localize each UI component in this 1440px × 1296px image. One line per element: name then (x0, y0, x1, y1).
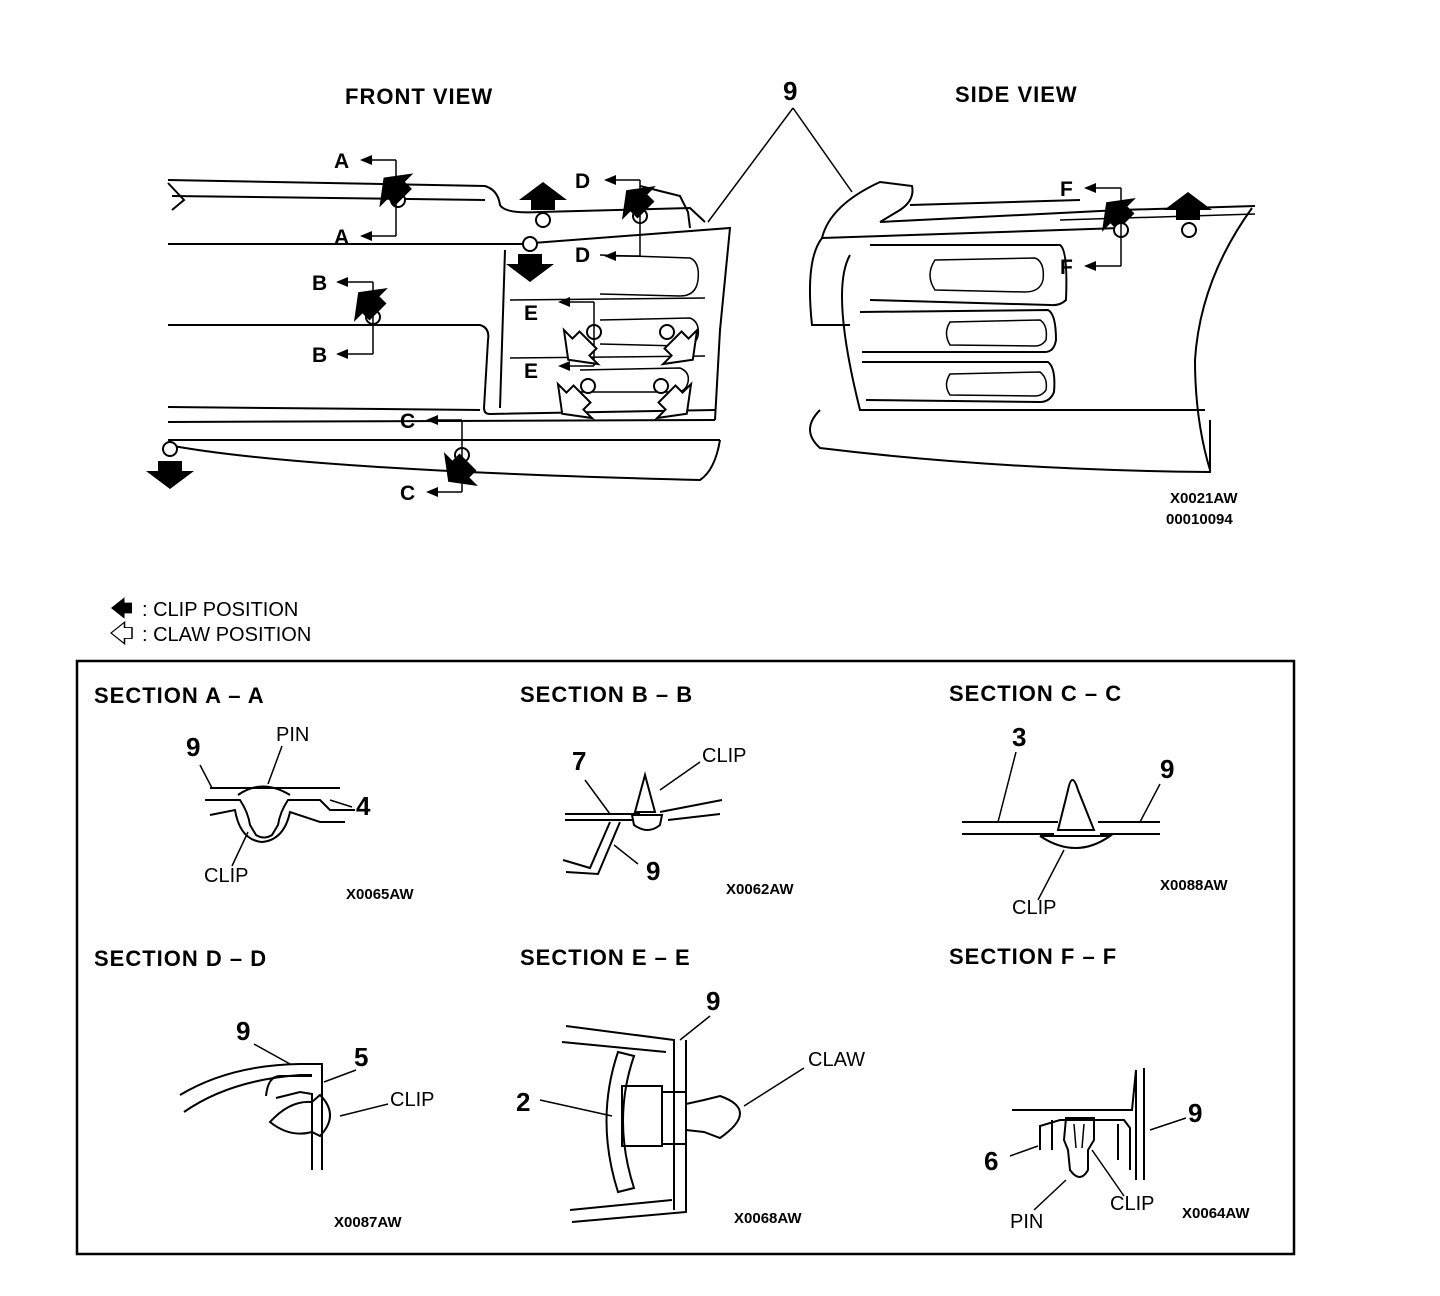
section-f-f-pin-label: PIN (1010, 1211, 1043, 1233)
marker-e-bottom: E (524, 360, 538, 383)
part-9-leader-front (707, 107, 794, 223)
marker-f-bottom: F (1060, 256, 1073, 279)
section-e-e-part-2: 2 (516, 1087, 530, 1117)
fastener-point (522, 236, 538, 252)
front-view-title: FRONT VIEW (345, 84, 493, 109)
clip-arrow (519, 182, 567, 210)
side-view-title: SIDE VIEW (955, 82, 1078, 107)
section-e-e-code: X0068AW (734, 1210, 802, 1227)
section-e-e-claw-label: CLAW (808, 1049, 865, 1071)
claw-arrows (544, 322, 711, 432)
section-f-f-code: X0064AW (1182, 1205, 1250, 1222)
marker-e-top: E (524, 302, 538, 325)
section-b-b: SECTION B – B 7 CLIP 9 X0062AW (520, 682, 794, 898)
section-f-f-part-9: 9 (1188, 1098, 1202, 1128)
section-f-f-clip-label: CLIP (1110, 1193, 1154, 1215)
marker-d-bottom: D (575, 244, 590, 267)
section-b-b-part-9: 9 (646, 856, 660, 886)
marker-c-bottom: C (400, 482, 415, 505)
section-b-b-code: X0062AW (726, 881, 794, 898)
section-d-d-title: SECTION D – D (94, 946, 267, 971)
clip-arrow (146, 461, 194, 489)
section-a-a-part-4: 4 (356, 791, 371, 821)
legend: : CLIP POSITION : CLAW POSITION (110, 597, 311, 646)
section-f-f-title: SECTION F – F (949, 944, 1117, 969)
section-c-c-title: SECTION C – C (949, 681, 1122, 706)
fastener-point (535, 212, 551, 228)
section-b-b-title: SECTION B – B (520, 682, 693, 707)
legend-clip-text: : CLIP POSITION (142, 599, 298, 621)
marker-b-bottom: B (312, 344, 327, 367)
marker-d-top: D (575, 170, 590, 193)
figure-number: 00010094 (1166, 511, 1233, 528)
clip-arrows (146, 160, 1212, 499)
section-a-a: SECTION A – A 9 PIN 4 CLIP X0065AW (94, 683, 414, 903)
section-c-c-part-3: 3 (1012, 722, 1026, 752)
section-e-e: SECTION E – E 9 2 CLAW X0068AW (516, 945, 865, 1227)
section-c-c: SECTION C – C 3 9 CLIP X0088AW (949, 681, 1228, 919)
marker-b-top: B (312, 272, 327, 295)
fastener-point (659, 324, 675, 340)
section-d-d-part-5: 5 (354, 1042, 368, 1072)
marker-a-bottom: A (334, 226, 349, 249)
claw-position-arrow-icon (110, 621, 133, 645)
fastener-point (653, 378, 669, 394)
section-a-a-title: SECTION A – A (94, 683, 265, 708)
sections-frame (75, 659, 1296, 1256)
section-c-c-part-9: 9 (1160, 754, 1174, 784)
marker-f-top: F (1060, 178, 1073, 201)
front-bumper-drawing (167, 179, 732, 482)
section-e-e-title: SECTION E – E (520, 945, 691, 970)
fastener-point (1181, 222, 1197, 238)
clip-arrow (506, 254, 554, 282)
part-9-callout: 9 (783, 76, 797, 106)
section-c-c-clip-label: CLIP (1012, 897, 1056, 919)
part-9-leader-side (792, 107, 853, 193)
clip-position-arrow-icon (111, 597, 132, 619)
section-a-a-clip-label: CLIP (204, 865, 248, 887)
section-d-d-code: X0087AW (334, 1214, 402, 1231)
section-d-d: SECTION D – D 9 5 CLIP X0087AW (94, 946, 434, 1231)
section-a-a-part-9: 9 (186, 732, 200, 762)
section-a-a-code: X0065AW (346, 886, 414, 903)
marker-a-top: A (334, 150, 349, 173)
section-b-b-part-7: 7 (572, 746, 586, 776)
section-f-f-part-6: 6 (984, 1146, 998, 1176)
fastener-point (580, 378, 596, 394)
marker-c-top: C (400, 410, 415, 433)
section-c-c-code: X0088AW (1160, 877, 1228, 894)
section-e-e-part-9: 9 (706, 986, 720, 1016)
section-d-d-part-9: 9 (236, 1016, 250, 1046)
section-b-b-clip-label: CLIP (702, 745, 746, 767)
legend-claw-text: : CLAW POSITION (142, 624, 311, 646)
figure-code: X0021AW (1170, 490, 1238, 507)
section-f-f: SECTION F – F 9 6 PIN CLIP X0064AW (949, 944, 1250, 1233)
fastener-point (162, 441, 178, 457)
section-f-markers: F F (1060, 178, 1122, 279)
side-bumper-drawing (808, 180, 1256, 474)
section-a-a-pin-label: PIN (276, 724, 309, 746)
section-d-d-clip-label: CLIP (390, 1089, 434, 1111)
